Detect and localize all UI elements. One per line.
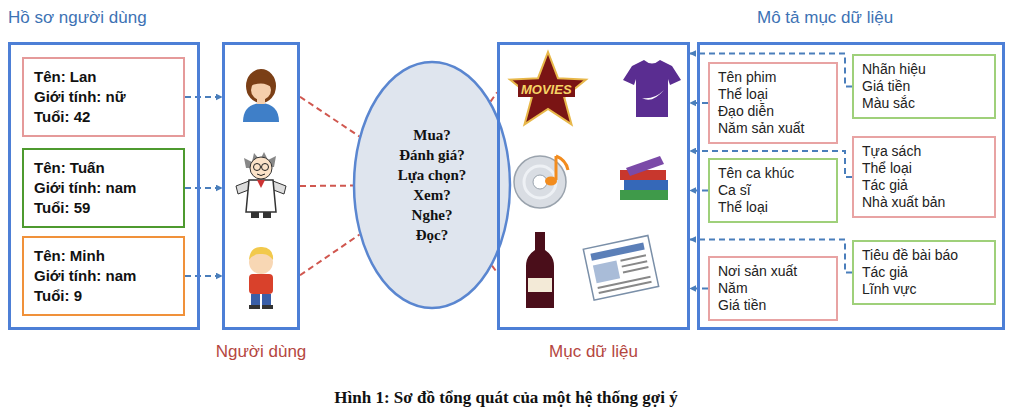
books-icon: [620, 156, 668, 200]
action-text: Mua?: [398, 125, 467, 145]
wine-icon: [526, 232, 554, 308]
dashed-connector: [300, 185, 353, 187]
attribute-text: Giá tiền: [862, 78, 986, 95]
ellipse-outline: [352, 60, 512, 310]
text-column: Mua?Đánh giá?Lựa chọn?Xem?Nghe?Đọc?: [398, 125, 467, 245]
action-ellipse: Mua?Đánh giá?Lựa chọn?Xem?Nghe?Đọc?: [352, 60, 512, 310]
profile-field: Tuổi: 59: [34, 198, 173, 218]
dashed-connector: [690, 102, 708, 104]
profile-field: Tên: Minh: [34, 246, 173, 266]
description-box: Tựa sáchThể loạiTác giảNhà xuất bản: [852, 136, 996, 218]
attribute-text: Màu sắc: [862, 95, 986, 112]
attribute-text: Đạo diễn: [718, 103, 828, 120]
dashed-connector: [690, 190, 708, 192]
figure-caption: Hình 1: Sơ đồ tổng quát của một hệ thống…: [334, 388, 677, 408]
description-panel: Mô tả mục dữ liệuTên phimThể loạiĐạo diễ…: [697, 42, 1005, 330]
dashed-connector: [300, 235, 360, 276]
description-box: Tên ca khúcCa sĩThể loại: [708, 158, 838, 223]
user-panel: Người dùng: [222, 42, 300, 330]
profile-box: Tên: LanGiới tính: nữTuổi: 42: [22, 57, 185, 137]
attribute-text: Tên phim: [718, 69, 828, 86]
item-panel: Mục dữ liệu: [497, 42, 690, 330]
action-text: Lựa chọn?: [398, 165, 467, 185]
panel-label: Mục dữ liệu: [549, 342, 638, 362]
attribute-text: Ca sĩ: [718, 182, 828, 199]
dashed-connector: [690, 240, 852, 273]
attribute-text: Tên ca khúc: [718, 165, 828, 182]
profile-field: Tên: Lan: [34, 67, 173, 87]
attribute-text: Nơi sản xuất: [718, 263, 828, 280]
ellipse-shape: [354, 62, 510, 308]
action-text: Đọc?: [398, 225, 467, 245]
newspaper-icon: [583, 235, 658, 300]
scientist-icon: [236, 152, 286, 218]
profile-panel: Hồ sơ người dùngTên: LanGiới tính: nữTuổ…: [8, 42, 200, 330]
profile-field: Giới tính: nam: [34, 266, 173, 286]
cd-icon: [514, 156, 568, 208]
action-text: Nghe?: [398, 205, 467, 225]
woman-icon: [243, 69, 279, 122]
profile-box: Tên: TuấnGiới tính: namTuổi: 59: [22, 148, 185, 228]
panel-heading: Hồ sơ người dùng: [8, 8, 147, 28]
attribute-text: Tựa sách: [862, 143, 986, 160]
attribute-text: Tác giả: [862, 177, 986, 194]
movie-star-icon: [510, 52, 586, 124]
description-box: Tiêu đề bài báoTác giảLĩnh vực: [852, 240, 996, 305]
dashed-connector: [490, 92, 497, 101]
attribute-text: Nhà xuất bản: [862, 194, 986, 211]
profile-field: Tuổi: 42: [34, 107, 173, 127]
dashed-connector: [492, 266, 497, 273]
profile-field: Tuổi: 9: [34, 286, 173, 306]
attribute-text: Tiêu đề bài báo: [862, 247, 986, 264]
logo-text: MOVIES: [518, 82, 575, 97]
boy-icon: [249, 247, 273, 309]
action-text: Đánh giá?: [398, 145, 467, 165]
attribute-text: Giá tiền: [718, 297, 828, 314]
dashed-connector: [690, 151, 852, 177]
dashed-connector: [690, 54, 852, 87]
dashed-connector: [185, 275, 222, 277]
profile-field: Giới tính: nữ: [34, 87, 173, 107]
description-box: Nơi sản xuấtNămGiá tiền: [708, 256, 838, 321]
dashed-connector: [690, 288, 708, 290]
dashed-connector: [185, 96, 222, 98]
attribute-text: Tác giả: [862, 264, 986, 281]
attribute-text: Năm sản xuất: [718, 120, 828, 137]
tshirt-icon: [623, 60, 681, 117]
attribute-text: Thể loại: [718, 199, 828, 216]
attribute-text: Thể loại: [862, 160, 986, 177]
dashed-connector: [300, 97, 359, 137]
dashed-connector: [185, 187, 222, 189]
panel-label: Người dùng: [216, 342, 307, 362]
dashed-connector: [497, 179, 511, 180]
description-box: Nhãn hiệuGiá tiềnMàu sắc: [852, 54, 996, 119]
attribute-text: Năm: [718, 280, 828, 297]
action-text: Xem?: [398, 185, 467, 205]
attribute-text: Thể loại: [718, 86, 828, 103]
attribute-text: Lĩnh vực: [862, 281, 986, 298]
panel-heading: Mô tả mục dữ liệu: [757, 8, 893, 28]
profile-field: Tên: Tuấn: [34, 158, 173, 178]
profile-box: Tên: MinhGiới tính: namTuổi: 9: [22, 236, 185, 316]
attribute-text: Nhãn hiệu: [862, 61, 986, 78]
description-box: Tên phimThể loạiĐạo diễnNăm sản xuất: [708, 62, 838, 144]
profile-field: Giới tính: nam: [34, 178, 173, 198]
